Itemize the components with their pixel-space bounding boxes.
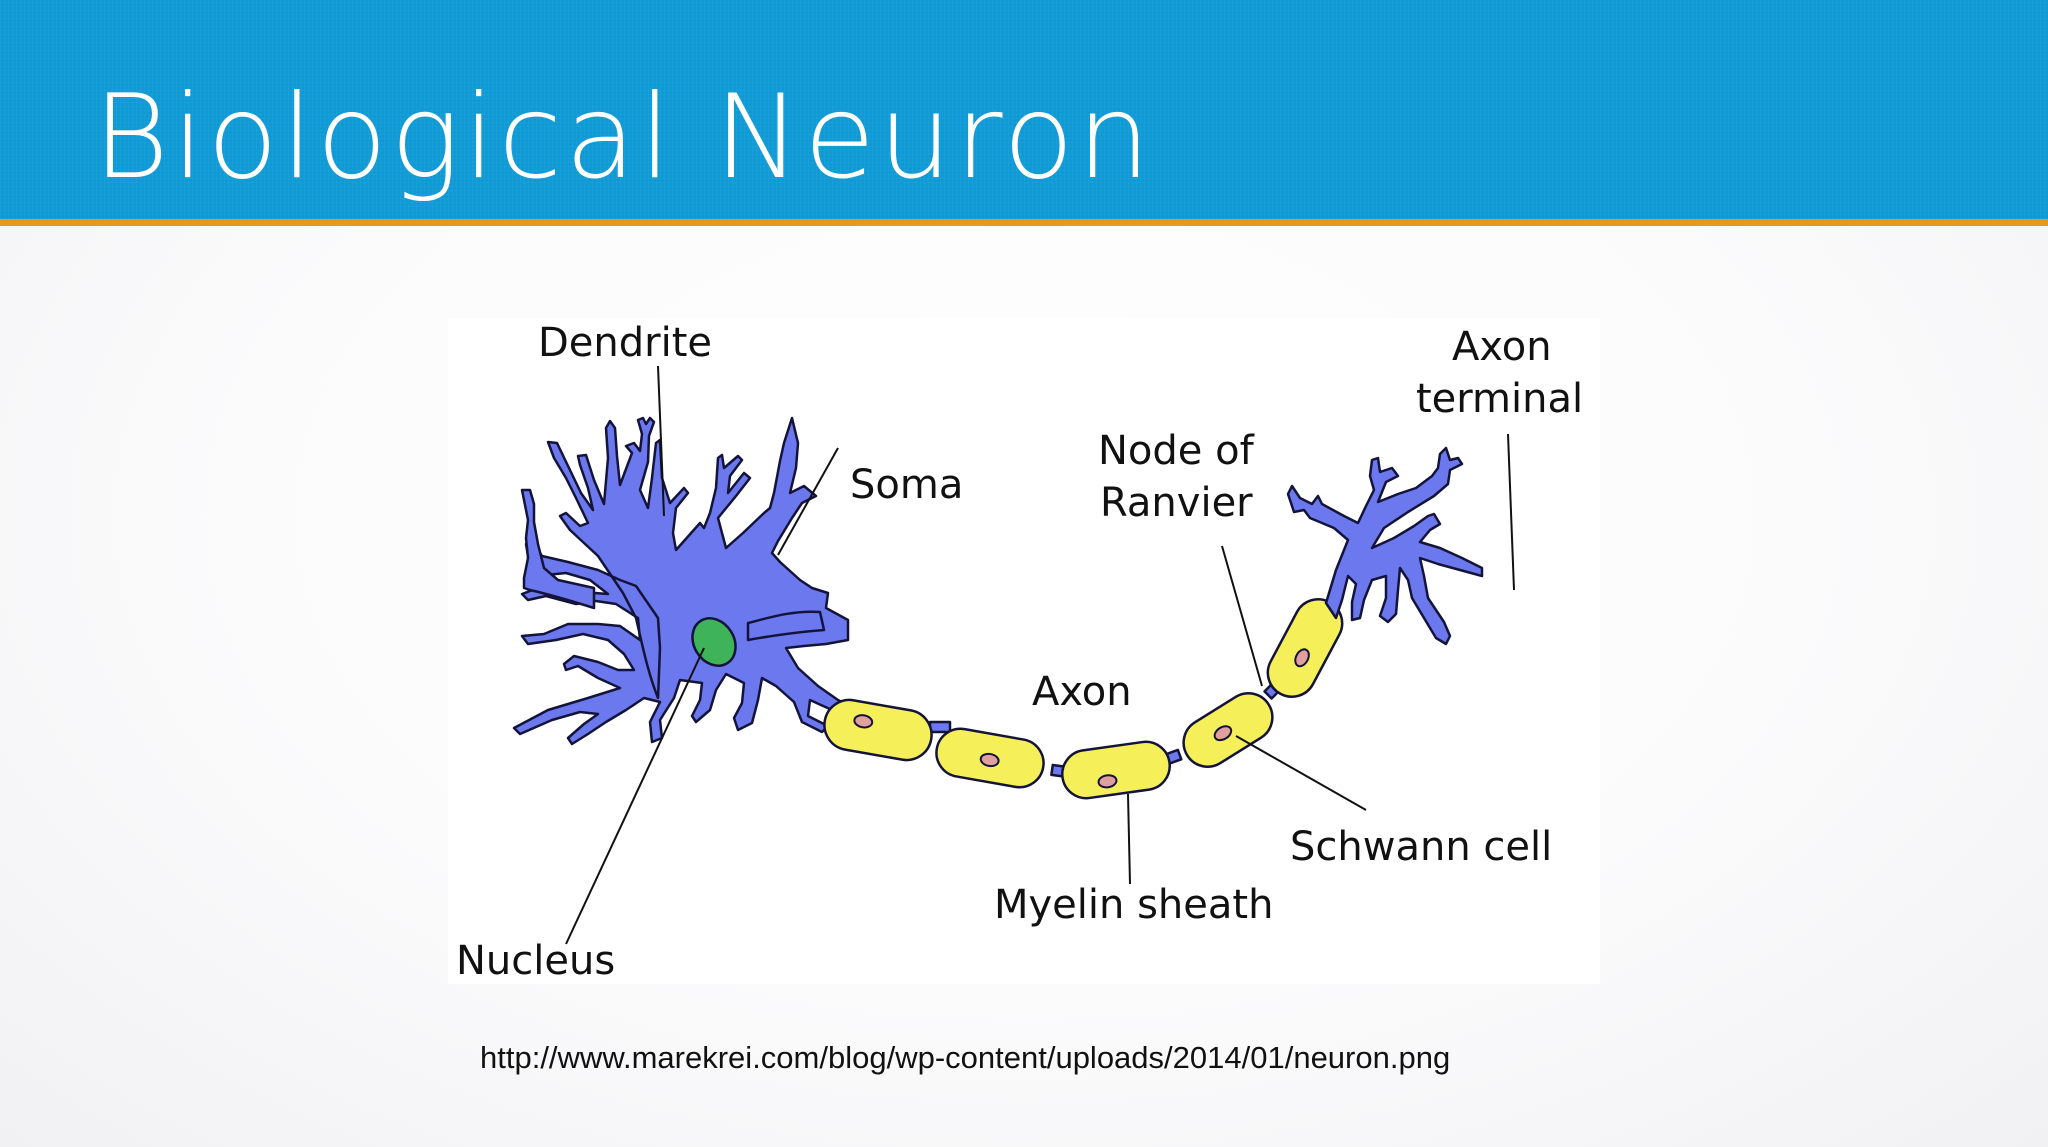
title-bar: Biological Neuron — [0, 0, 2048, 219]
label-axon-terminal-line1: Axon — [1452, 324, 1552, 370]
label-myelin-sheath: Myelin sheath — [994, 882, 1273, 928]
neuron-diagram: Dendrite Soma Nucleus Axon Node of Ranvi… — [448, 318, 1600, 984]
label-soma: Soma — [850, 462, 963, 508]
image-source-url: http://www.marekrei.com/blog/wp-content/… — [480, 1040, 1451, 1075]
myelin-sheath — [823, 598, 1344, 800]
schwann-cell — [1182, 692, 1274, 768]
label-schwann-cell: Schwann cell — [1290, 824, 1552, 870]
soma-pointer — [777, 447, 839, 556]
axon-hillock — [746, 610, 826, 642]
schwann-cell — [823, 698, 933, 762]
label-nucleus: Nucleus — [456, 938, 615, 984]
schwann-cell — [935, 727, 1045, 789]
dendrite-pointer — [657, 365, 665, 517]
nucleus-pointer — [565, 647, 705, 945]
neuron-illustration: Dendrite Soma Nucleus Axon Node of Ranvi… — [456, 320, 1583, 984]
schwann-cell — [1061, 740, 1171, 800]
node-of-ranvier-pointer — [1221, 545, 1263, 687]
dendrite-branches — [512, 416, 860, 746]
label-node-of-ranvier-line1: Node of — [1098, 428, 1255, 474]
label-dendrite: Dendrite — [538, 320, 712, 366]
label-axon-terminal-line2: terminal — [1416, 376, 1583, 422]
left-dendrite-branch — [520, 488, 596, 610]
nucleus — [691, 617, 737, 667]
axon-segment — [928, 720, 952, 734]
neuron-cell — [512, 416, 860, 746]
schwann-cell-pointer — [1235, 735, 1367, 811]
label-axon: Axon — [1032, 669, 1132, 715]
axon-terminal — [1286, 446, 1484, 646]
label-pointer-lines — [565, 365, 1515, 945]
title-bar-accent-line — [0, 219, 2048, 226]
axon-terminal-pointer — [1507, 433, 1515, 591]
label-node-of-ranvier-line2: Ranvier — [1100, 480, 1253, 526]
slide-title: Biological Neuron — [93, 70, 1154, 205]
myelin-sheath-pointer — [1127, 793, 1131, 885]
